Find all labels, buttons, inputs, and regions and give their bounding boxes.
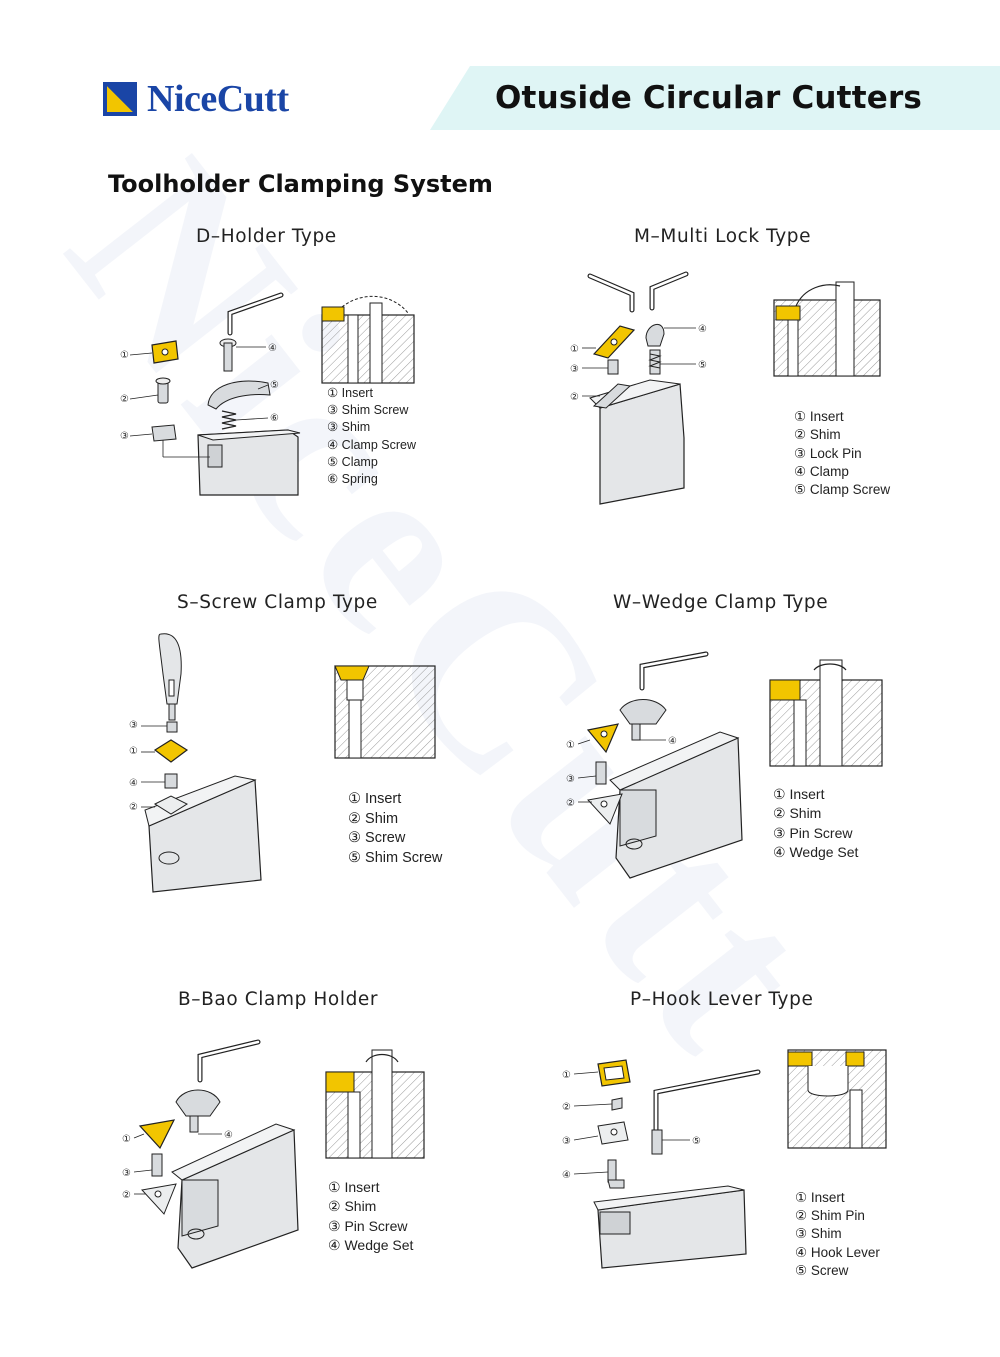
p-cross-section [787, 1049, 887, 1149]
w-cross-section [769, 659, 883, 767]
panel-title-w: W–Wedge Clamp Type [613, 592, 829, 613]
w-wedge-diagram: ① ④ ③ ② [566, 651, 883, 879]
b-legend-item: ③ Pin Screw [328, 1217, 408, 1234]
b-legend-item: ④ Wedge Set [328, 1236, 414, 1253]
d-callout-2: ② [120, 394, 129, 405]
w-legend-item: ④ Wedge Set [773, 844, 859, 861]
panel-title-b: B–Bao Clamp Holder [178, 989, 379, 1010]
section-title: Toolholder Clamping System [108, 170, 493, 198]
d-legend-item: ① Insert [327, 386, 373, 400]
m-legend-item: ② Shim [794, 427, 841, 443]
b-legend-item: ② Shim [328, 1198, 377, 1215]
d-callout-1: ① [120, 350, 129, 361]
m-callout-5: ⑤ [698, 360, 707, 371]
d-callout-5: ⑤ [270, 380, 279, 391]
s-screw-diagram: ③ ① ④ ② [129, 633, 436, 893]
s-cross-section [334, 665, 436, 759]
b-legend-item: ① Insert [328, 1179, 380, 1195]
p-legend-item: ③ Shim [795, 1226, 842, 1242]
p-callout-5: ⑤ [692, 1136, 701, 1147]
p-legend-item: ⑤ Screw [795, 1262, 849, 1278]
p-callout-1: ① [562, 1070, 571, 1081]
p-callout-3: ③ [562, 1136, 571, 1147]
p-hook-diagram: ① ② ③ ④ ⑤ [562, 1049, 887, 1269]
m-callout-1: ① [570, 344, 579, 355]
s-legend-item: ⑤ Shim Screw [348, 850, 443, 867]
w-legend-item: ① Insert [773, 786, 825, 802]
d-legend-item: ③ Shim [327, 420, 371, 435]
w-legend-item: ② Shim [773, 805, 822, 822]
m-legend-item: ⑤ Clamp Screw [794, 482, 891, 498]
brand-logo: NiceCutt [103, 78, 289, 120]
m-legend-item: ④ Clamp [794, 463, 849, 479]
s-callout-3: ③ [129, 720, 138, 731]
logo-mark-icon [103, 82, 137, 116]
s-legend: ① Insert ② Shim ③ Screw ⑤ Shim Screw [348, 790, 442, 869]
d-legend-item: ⑥ Spring [327, 472, 378, 487]
p-legend: ① Insert ② Shim Pin ③ Shim ④ Hook Lever … [795, 1189, 880, 1280]
s-callout-4: ④ [129, 778, 138, 789]
d-callout-6: ⑥ [270, 413, 279, 424]
d-legend-item: ③ Shim Screw [327, 403, 409, 418]
panel-title-p: P–Hook Lever Type [630, 989, 814, 1010]
p-callout-4: ④ [562, 1170, 571, 1181]
w-callout-4: ④ [668, 736, 677, 747]
b-callout-1: ① [122, 1134, 131, 1145]
panel-title-d: D–Holder Type [196, 226, 337, 247]
d-holder-diagram: ① ② ③ ④ ⑤ ⑥ [120, 292, 415, 496]
m-legend: ① Insert ② Shim ③ Lock Pin ④ Clamp ⑤ Cla… [794, 408, 890, 499]
d-legend-item: ④ Clamp Screw [327, 437, 417, 452]
panel-title-m: M–Multi Lock Type [634, 226, 812, 247]
d-legend-item: ⑤ Clamp [327, 454, 378, 469]
s-callout-2: ② [129, 802, 138, 813]
w-legend: ① Insert ② Shim ③ Pin Screw ④ Wedge Set [773, 785, 858, 863]
page-title: Otuside Circular Cutters [495, 80, 923, 116]
b-cross-section [325, 1049, 425, 1159]
d-cross-section [321, 295, 415, 384]
b-bao-diagram: ① ④ ③ ② [122, 1039, 425, 1269]
header-band [0, 66, 1000, 130]
p-legend-item: ④ Hook Lever [795, 1244, 880, 1260]
s-legend-item: ① Insert [348, 791, 402, 807]
p-callout-2: ② [562, 1102, 571, 1113]
w-legend-item: ③ Pin Screw [773, 824, 853, 841]
d-legend: ① Insert ③ Shim Screw ③ Shim ④ Clamp Scr… [327, 385, 416, 488]
b-legend: ① Insert ② Shim ③ Pin Screw ④ Wedge Set [328, 1178, 413, 1255]
s-legend-item: ② Shim [348, 810, 399, 827]
m-multilock-diagram: ① ③ ② ④ ⑤ [570, 271, 881, 505]
w-callout-2: ② [566, 798, 575, 809]
w-callout-1: ① [566, 740, 575, 751]
m-callout-4: ④ [698, 324, 707, 335]
m-callout-2: ② [570, 392, 579, 403]
d-callout-3: ③ [120, 431, 129, 442]
d-callout-4: ④ [268, 343, 277, 354]
m-callout-3: ③ [570, 364, 579, 375]
m-legend-item: ① Insert [794, 409, 844, 424]
s-legend-item: ③ Screw [348, 830, 406, 847]
panel-title-s: S–Screw Clamp Type [177, 592, 378, 613]
p-legend-item: ② Shim Pin [795, 1208, 865, 1224]
w-callout-3: ③ [566, 774, 575, 785]
m-legend-item: ③ Lock Pin [794, 445, 862, 461]
b-callout-3: ③ [122, 1168, 131, 1179]
b-callout-4: ④ [224, 1130, 233, 1141]
m-cross-section [773, 281, 881, 377]
brand-name: NiceCutt [147, 78, 289, 120]
p-legend-item: ① Insert [795, 1190, 845, 1205]
s-callout-1: ① [129, 746, 138, 757]
b-callout-2: ② [122, 1190, 131, 1201]
